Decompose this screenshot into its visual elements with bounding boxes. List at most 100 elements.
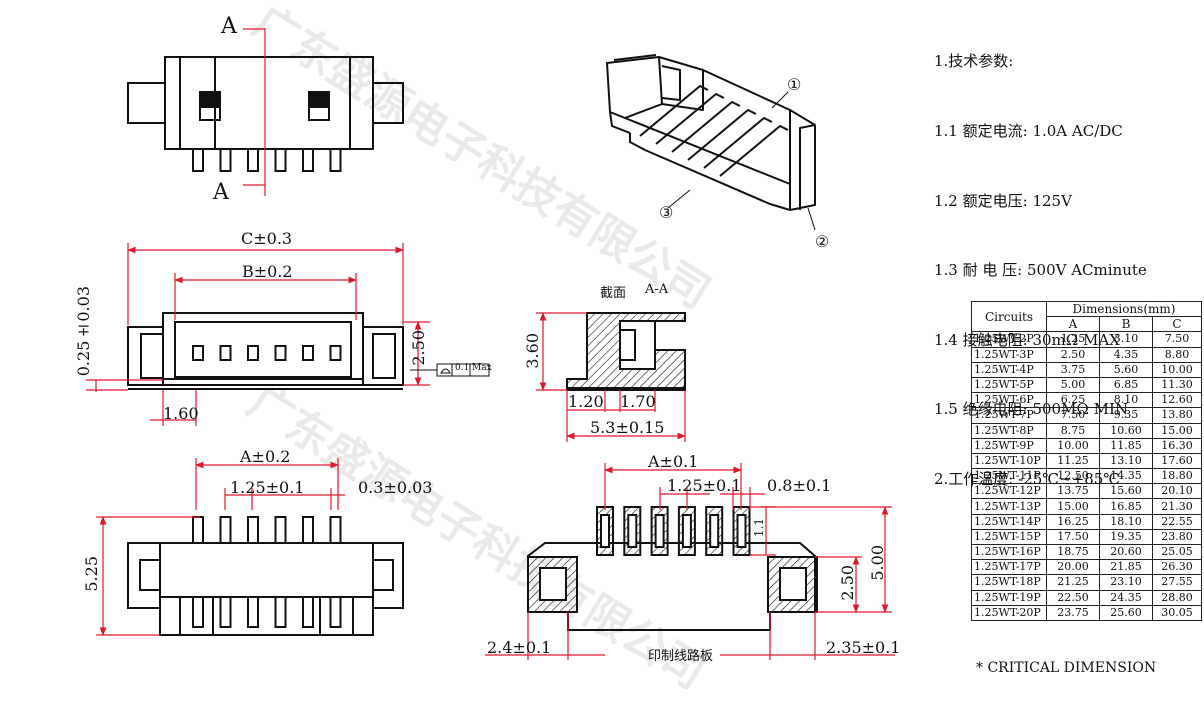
top-view (127, 56, 404, 172)
dim-235-label: 2.35±0.1 (826, 638, 901, 657)
flatness-value: 0.1 (455, 363, 470, 373)
table-cell: 2.50 (1046, 346, 1100, 363)
dim-120-label: 1.20 (568, 392, 604, 411)
table-cell: 20.00 (1046, 559, 1100, 576)
section-label-top: A (221, 14, 237, 39)
spec-line: 1.2 额定电压: 125V (934, 191, 1072, 210)
flatness-unit: Max (472, 363, 492, 373)
table-cell: 19.35 (1099, 528, 1153, 546)
table-cell: 1.25WT-3P (971, 346, 1047, 363)
iso-fin (719, 125, 789, 177)
dim-c-label: C±0.3 (241, 229, 293, 248)
table-cell: 10.00 (1152, 361, 1202, 378)
pin-tail (302, 596, 314, 628)
table-cell: 6.85 (1099, 376, 1153, 394)
dim-11-label: 1.1 (752, 518, 766, 538)
dim-160-label: 1.60 (163, 404, 199, 423)
pcb-layout (527, 506, 818, 631)
pin (274, 516, 287, 544)
dim-a-pcb-label: A±0.1 (648, 452, 699, 471)
spec-line: 1.1 额定电流: 1.0A AC/DC (934, 122, 1123, 140)
dim-125-pcb-label: 1.25±0.1 (667, 476, 742, 495)
table-cell: 11.30 (1152, 376, 1202, 394)
pcb-pad-hole (709, 514, 720, 548)
table-cell: 30.05 (1152, 604, 1202, 621)
col-dimensions-header: Dimensions(mm) (1046, 300, 1202, 318)
table-cell: 1.25WT-20P (971, 604, 1047, 621)
pin-tail (219, 596, 232, 628)
table-cell: 1.25WT-8P (971, 422, 1047, 439)
table-cell: 1.25 (1046, 331, 1100, 348)
flatness-symbol (410, 363, 490, 377)
table-cell: 1.25WT-7P (971, 407, 1047, 424)
table-cell: 23.75 (1046, 604, 1100, 621)
pcb-pad-hole (600, 514, 610, 548)
table-cell: 1.25WT-16P (971, 543, 1047, 561)
dim-a-front-label: A±0.2 (240, 447, 291, 466)
pcb-pad-hole (627, 514, 638, 548)
table-cell: 9.35 (1099, 407, 1153, 424)
iso-fin (655, 93, 725, 145)
table-cell: 1.25WT-5P (971, 376, 1047, 394)
table-cell: 20.10 (1152, 483, 1202, 500)
table-cell: 5.00 (1046, 376, 1100, 394)
table-cell: 12.60 (1152, 392, 1202, 409)
contact-slot (274, 345, 287, 361)
table-cell: 11.85 (1099, 437, 1153, 454)
dim-170-label: 1.70 (620, 392, 656, 411)
table-cell: 3.10 (1099, 331, 1153, 348)
dim-08-label: 0.8±0.1 (767, 476, 832, 495)
pin (329, 148, 342, 172)
dim-025-label: 0.25±0.03 (74, 286, 93, 377)
table-cell: 22.55 (1152, 513, 1202, 530)
table-cell: 21.30 (1152, 498, 1202, 515)
specs-heading: 1.技术参数: (934, 52, 1014, 71)
section-title: 截面 (600, 286, 627, 301)
table-cell: 23.80 (1152, 528, 1202, 546)
pin-tail (192, 596, 204, 628)
dim-500-label: 5.00 (868, 545, 887, 581)
dim-525-label: 5.25 (82, 556, 101, 592)
table-cell: 16.30 (1152, 437, 1202, 454)
table-cell: 13.75 (1046, 483, 1100, 500)
table-cell: 6.25 (1046, 392, 1100, 409)
table-cell: 26.30 (1152, 559, 1202, 576)
pin-tail (329, 596, 342, 628)
table-cell: 1.25WT-2P (971, 331, 1047, 348)
isometric-view (606, 54, 816, 211)
dim-125-front-label: 1.25±0.1 (230, 478, 305, 497)
contact-slot (247, 345, 259, 361)
table-cell: 8.75 (1046, 422, 1100, 439)
callout-3: ③ (659, 203, 674, 222)
table-cell: 25.60 (1099, 604, 1153, 621)
table-cell: 7.50 (1046, 407, 1100, 424)
section-label-bottom: A (213, 180, 229, 205)
table-cell: 18.80 (1152, 468, 1202, 485)
table-cell: 1.25WT-4P (971, 361, 1047, 378)
table-cell: 17.60 (1152, 452, 1202, 470)
table-cell: 18.75 (1046, 543, 1100, 561)
table-cell: 3.75 (1046, 361, 1100, 378)
iso-fin (671, 101, 741, 153)
table-cell: 8.80 (1152, 346, 1202, 363)
pin-tail (247, 596, 259, 628)
table-cell: 1.25WT-15P (971, 528, 1047, 546)
dim-53-label: 5.3±0.15 (590, 418, 665, 437)
iso-fin (687, 109, 757, 161)
dim-360-label: 3.60 (523, 333, 542, 369)
pin (247, 148, 259, 172)
dimension-lines (86, 243, 895, 660)
table-cell: 28.80 (1152, 589, 1202, 606)
dim-24-label: 2.4±0.1 (487, 638, 552, 657)
table-cell: 10.60 (1099, 422, 1153, 439)
iso-fin (639, 85, 709, 137)
